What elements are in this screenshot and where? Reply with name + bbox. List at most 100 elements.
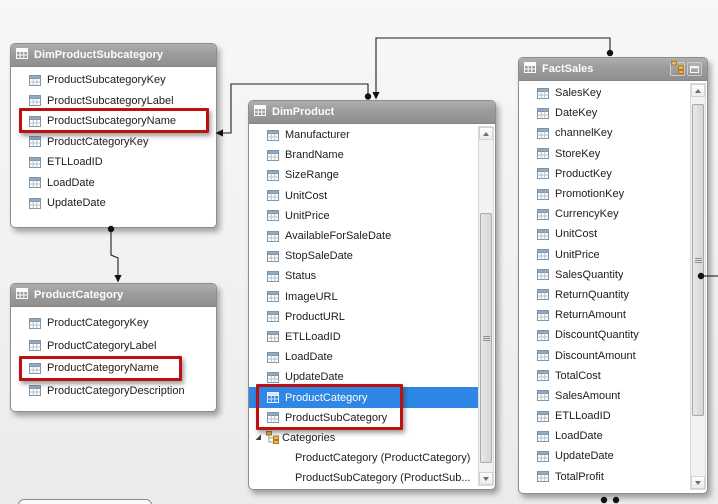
column-label: UpdateDate	[47, 197, 106, 210]
table-icon	[16, 48, 28, 62]
hierarchy-icon	[266, 431, 279, 445]
column-row[interactable]: StoreKey	[519, 144, 690, 164]
column-row[interactable]: SalesKey	[519, 83, 690, 103]
column-label: SizeRange	[285, 169, 339, 182]
column-row[interactable]: ReturnQuantity	[519, 285, 690, 305]
column-row[interactable]: ImageURL	[249, 287, 478, 307]
column-row[interactable]: ETLLoadID	[519, 406, 690, 426]
column-row[interactable]: DiscountQuantity	[519, 325, 690, 345]
column-row[interactable]: ProductKey	[519, 164, 690, 184]
column-row[interactable]: DateKey	[519, 103, 690, 123]
expand-collapse-icon[interactable]	[254, 433, 263, 442]
table-header[interactable]: FactSales	[519, 58, 707, 81]
column-row[interactable]: ProductCategoryDescription	[11, 380, 216, 403]
column-icon	[537, 430, 549, 442]
column-row[interactable]: ProductCategoryName	[11, 357, 216, 380]
column-row[interactable]: UnitCost	[519, 224, 690, 244]
column-row[interactable]: Status	[249, 266, 478, 286]
hierarchy-level-row[interactable]: ProductCategory (ProductCategory)	[249, 448, 478, 468]
column-label: Categories	[282, 431, 336, 444]
column-row[interactable]: LoadDate	[249, 347, 478, 367]
create-hierarchy-button[interactable]	[670, 61, 685, 76]
column-row[interactable]: ProductSubcategoryKey	[11, 70, 216, 91]
column-row[interactable]: channelKey	[519, 123, 690, 143]
column-row[interactable]: ProductURL	[249, 307, 478, 327]
vertical-scrollbar[interactable]	[478, 126, 494, 486]
scrollbar-thumb[interactable]	[480, 213, 492, 463]
column-label: ProductSubCategory	[285, 411, 388, 424]
column-row[interactable]: ETLLoadID	[11, 152, 216, 173]
column-row[interactable]: UnitPrice	[249, 206, 478, 226]
column-row[interactable]: CurrencyKey	[519, 204, 690, 224]
table-dimproductsubcategory[interactable]: DimProductSubcategory ProductSubcategory…	[10, 43, 217, 228]
restore-button[interactable]	[687, 62, 702, 76]
column-label: ProductCategory (ProductCategory)	[295, 452, 471, 465]
column-row[interactable]: TotalCost	[519, 366, 690, 386]
column-row[interactable]: DiscountAmount	[519, 345, 690, 365]
chevron-down-icon	[695, 480, 701, 485]
column-label: ETLLoadID	[555, 410, 611, 423]
relationship-factsales-offscreen-bottom[interactable]	[600, 496, 620, 504]
column-icon	[537, 188, 549, 200]
column-row[interactable]: ProductSubcategoryName	[11, 111, 216, 132]
column-row[interactable]: UpdateDate	[11, 193, 216, 214]
hierarchy-level-row[interactable]: ProductSubCategory (ProductSub...	[249, 468, 478, 488]
column-label: SalesQuantity	[555, 268, 624, 281]
column-label: ProductSubcategoryKey	[47, 74, 166, 87]
column-row[interactable]: ProductSubcategoryLabel	[11, 91, 216, 112]
column-row[interactable]: PromotionKey	[519, 184, 690, 204]
scrollbar-thumb[interactable]	[692, 104, 704, 416]
column-label: UnitCost	[285, 189, 328, 202]
partial-table-top-edge[interactable]	[18, 499, 152, 504]
scroll-down-button[interactable]	[691, 476, 705, 489]
column-row[interactable]: ProductSubCategory	[249, 408, 478, 428]
column-row[interactable]: UpdateDate	[519, 446, 690, 466]
column-row[interactable]: SalesQuantity	[519, 265, 690, 285]
column-label: ETLLoadID	[285, 330, 341, 343]
column-row[interactable]: ProductCategoryKey	[11, 132, 216, 153]
table-header[interactable]: DimProductSubcategory	[11, 44, 216, 67]
column-row[interactable]: UnitPrice	[519, 245, 690, 265]
column-row[interactable]: SalesAmount	[519, 386, 690, 406]
column-row[interactable]: UnitCost	[249, 186, 478, 206]
column-row[interactable]: ReturnAmount	[519, 305, 690, 325]
column-label: ProductCategory	[285, 391, 368, 404]
column-row[interactable]: LoadDate	[519, 426, 690, 446]
column-row[interactable]: UpdateDate	[249, 367, 478, 387]
table-header[interactable]: DimProduct	[249, 101, 495, 124]
column-icon	[267, 210, 279, 222]
column-row[interactable]: ETLLoadID	[249, 327, 478, 347]
column-row[interactable]: ProductCategory	[249, 387, 478, 408]
scroll-up-button[interactable]	[479, 127, 493, 140]
column-label: UnitCost	[555, 228, 598, 241]
table-header[interactable]: ProductCategory	[11, 284, 216, 307]
column-label: ReturnQuantity	[555, 288, 629, 301]
column-row[interactable]: StopSaleDate	[249, 246, 478, 266]
column-label: ImageURL	[285, 290, 338, 303]
column-row[interactable]: SizeRange	[249, 165, 478, 185]
column-row[interactable]: Manufacturer	[249, 125, 478, 145]
scroll-up-button[interactable]	[691, 84, 705, 97]
column-row[interactable]: LoadDate	[11, 173, 216, 194]
column-row[interactable]: AvailableForSaleDate	[249, 226, 478, 246]
column-label: ProductCategoryName	[47, 362, 159, 375]
column-row[interactable]: TotalProfit	[519, 467, 690, 487]
table-title: DimProductSubcategory	[34, 49, 163, 61]
hierarchy-row[interactable]: Categories	[249, 428, 478, 448]
column-row[interactable]: ProductCategoryLabel	[11, 335, 216, 358]
column-row[interactable]: ProductCategoryKey	[11, 312, 216, 335]
column-label: ProductURL	[285, 310, 345, 323]
table-title: DimProduct	[272, 106, 335, 118]
column-row[interactable]: BrandName	[249, 145, 478, 165]
vertical-scrollbar[interactable]	[690, 83, 706, 490]
scroll-down-button[interactable]	[479, 472, 493, 485]
column-label: SalesAmount	[555, 389, 621, 402]
column-label: ETLLoadID	[47, 156, 103, 169]
relationship-dimproductsubcategory-productcategory[interactable]	[107, 225, 122, 283]
